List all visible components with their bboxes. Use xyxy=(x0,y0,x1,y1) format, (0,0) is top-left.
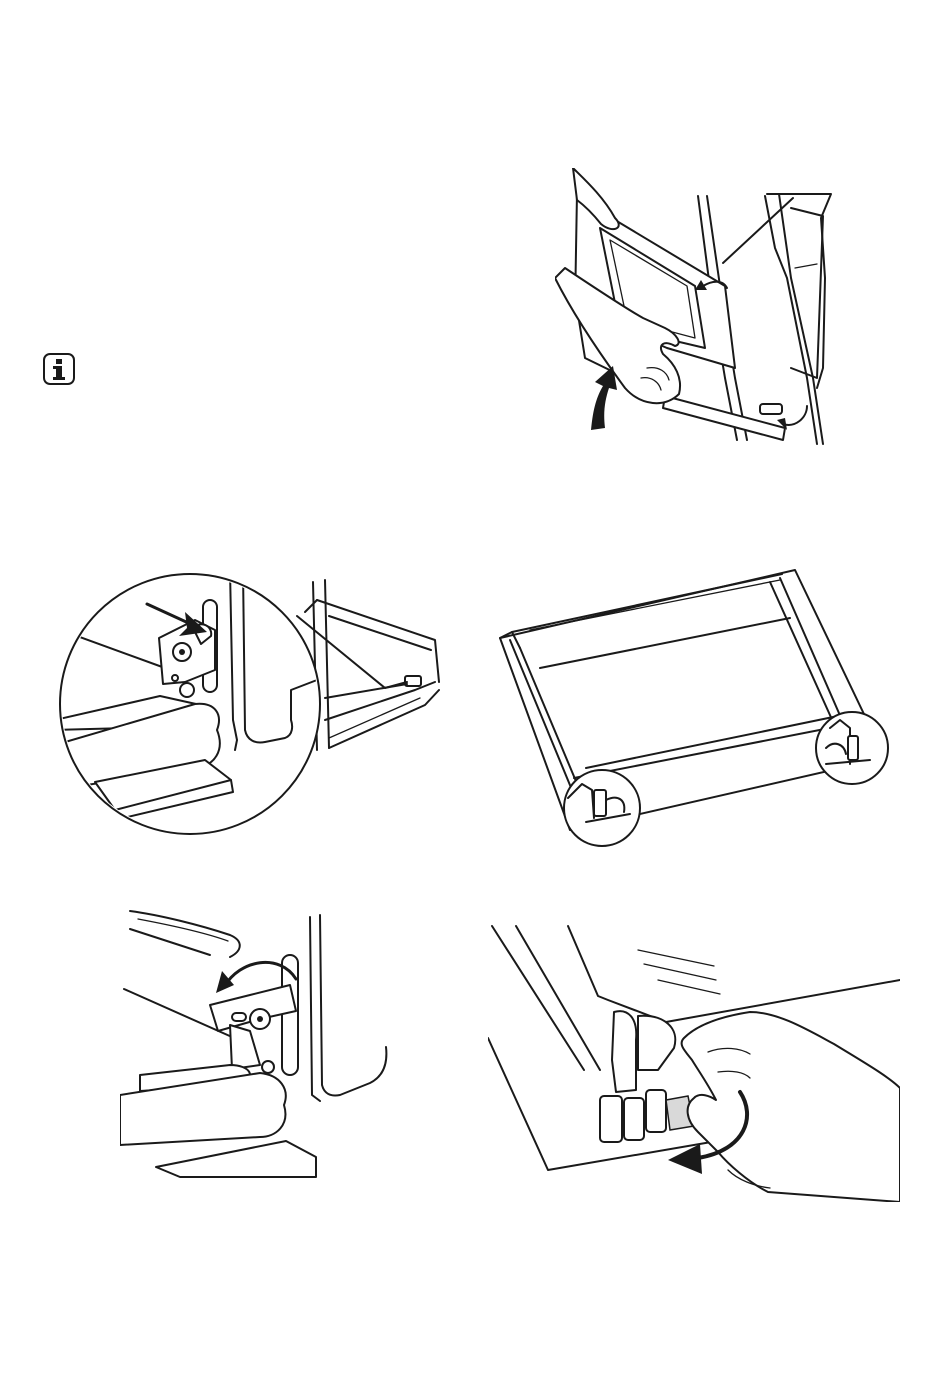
hinge-lever-rotate-illustration xyxy=(120,905,395,1180)
door-with-hinges-illustration xyxy=(490,568,890,853)
hinge-magnified-illustration xyxy=(55,570,450,835)
info-icon xyxy=(42,352,76,386)
door-lift-illustration xyxy=(555,168,845,450)
hinge-release-hand-illustration xyxy=(488,920,900,1202)
